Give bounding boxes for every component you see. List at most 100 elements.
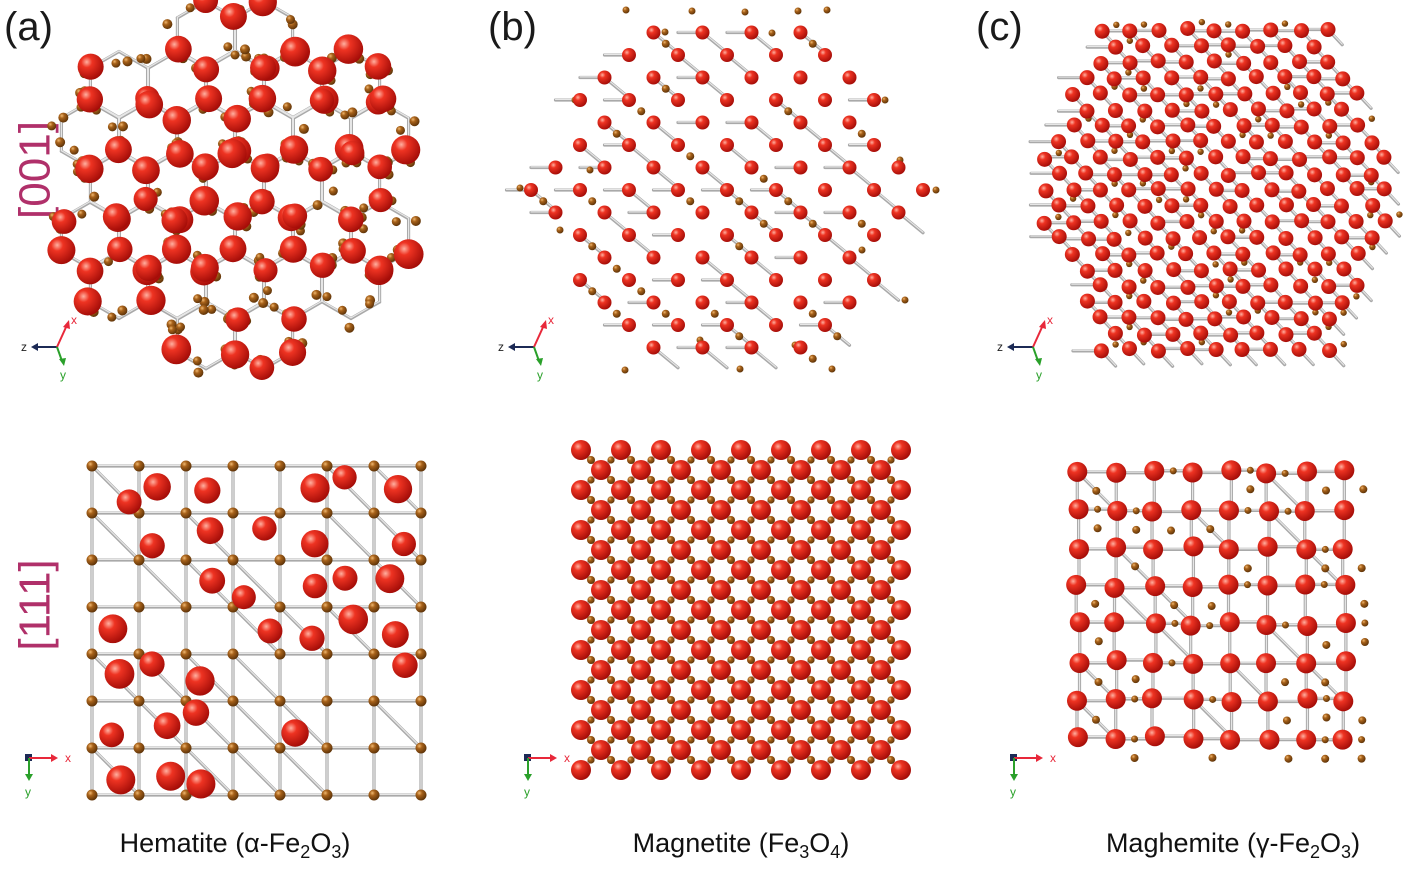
oxygen-atom xyxy=(1121,279,1137,295)
oxygen-atom xyxy=(392,652,418,678)
iron-atom xyxy=(1131,562,1140,571)
iron-atom xyxy=(794,7,802,15)
iron-atom xyxy=(1238,227,1246,234)
iron-atom xyxy=(627,696,635,704)
iron-atom xyxy=(344,322,355,333)
oxygen-atom xyxy=(1236,55,1252,71)
oxygen-atom xyxy=(1221,294,1237,310)
iron-atom xyxy=(667,476,675,484)
iron-atom xyxy=(727,496,735,504)
iron-atom xyxy=(807,516,815,524)
oxygen-atom xyxy=(1182,462,1203,483)
oxygen-atom xyxy=(651,640,671,660)
oxygen-atom xyxy=(1094,23,1110,39)
iron-atom xyxy=(807,476,815,484)
iron-atom xyxy=(647,656,655,664)
oxygen-atom xyxy=(1164,198,1180,214)
oxygen-atom xyxy=(867,138,881,152)
iron-atom xyxy=(223,42,233,52)
oxygen-atom xyxy=(1320,214,1336,230)
iron-atom xyxy=(627,476,635,484)
oxygen-atom xyxy=(340,237,366,264)
y-axis-line xyxy=(56,346,63,362)
iron-atom xyxy=(932,186,940,194)
oxygen-atom xyxy=(1079,103,1095,119)
oxygen-atom xyxy=(1180,341,1196,357)
iron-atom xyxy=(1321,678,1330,687)
iron-atom xyxy=(1246,485,1255,494)
oxygen-atom xyxy=(1165,133,1181,149)
iron-atom xyxy=(887,676,895,684)
oxygen-atom xyxy=(281,37,309,65)
iron-atom xyxy=(687,676,695,684)
iron-atom xyxy=(787,576,795,584)
iron-atom xyxy=(133,695,145,707)
oxygen-atom xyxy=(1193,197,1209,213)
oxygen-atom xyxy=(793,70,808,85)
oxygen-atom xyxy=(1038,183,1054,199)
oxygen-atom xyxy=(1193,165,1209,181)
iron-atom xyxy=(827,716,835,724)
oxygen-atom xyxy=(818,273,832,287)
iron-atom xyxy=(727,536,735,544)
iron-atom xyxy=(784,107,793,116)
oxygen-atom xyxy=(1136,327,1152,343)
iron-atom xyxy=(227,789,239,801)
oxygen-atom xyxy=(842,250,857,265)
oxygen-atom xyxy=(1248,134,1264,150)
oxygen-atom xyxy=(1377,213,1393,229)
iron-atom xyxy=(193,367,204,378)
oxygen-atom xyxy=(548,205,563,220)
iron-atom xyxy=(607,456,615,464)
oxygen-atom xyxy=(611,680,631,700)
iron-atom xyxy=(747,556,755,564)
iron-atom xyxy=(787,476,795,484)
iron-atom xyxy=(321,789,333,801)
iron-atom xyxy=(767,616,775,624)
oxygen-atom xyxy=(811,520,831,540)
oxygen-atom xyxy=(253,258,278,283)
oxygen-atom xyxy=(1259,501,1280,522)
oxygen-atom xyxy=(1307,295,1323,311)
oxygen-atom xyxy=(1192,230,1208,246)
x-axis-label: x xyxy=(1050,751,1056,765)
iron-atom xyxy=(627,536,635,544)
oxygen-atom xyxy=(1181,500,1202,521)
iron-atom xyxy=(707,596,715,604)
oxygen-atom xyxy=(1165,326,1181,342)
iron-atom xyxy=(539,197,548,206)
iron-atom xyxy=(133,601,145,613)
iron-atom xyxy=(727,716,735,724)
oxygen-atom xyxy=(104,136,132,164)
oxygen-atom xyxy=(891,640,911,660)
hematite-111-oxygen-atoms xyxy=(98,465,418,799)
iron-atom xyxy=(667,516,675,524)
oxygen-atom xyxy=(871,500,891,520)
oxygen-atom xyxy=(1106,71,1122,87)
iron-atom xyxy=(807,576,815,584)
iron-atom xyxy=(587,516,595,524)
iron-atom xyxy=(887,556,895,564)
z-axis-marker xyxy=(524,754,531,761)
iron-atom xyxy=(587,596,595,604)
iron-atom xyxy=(747,536,755,544)
oxygen-atom xyxy=(671,540,691,560)
iron-atom xyxy=(827,696,835,704)
oxygen-atom xyxy=(831,460,851,480)
iron-atom xyxy=(847,636,855,644)
oxygen-atom xyxy=(1257,536,1278,557)
oxygen-atom xyxy=(1349,277,1365,293)
iron-atom xyxy=(787,616,795,624)
oxygen-atom xyxy=(1136,293,1152,309)
iron-atom xyxy=(727,556,735,564)
iron-atom xyxy=(667,496,675,504)
oxygen-atom xyxy=(1262,341,1278,357)
hematite-001-oxygen-atoms xyxy=(47,0,424,381)
oxygen-atom xyxy=(573,273,587,287)
oxygen-atom xyxy=(842,160,857,175)
oxygen-atom xyxy=(381,621,409,648)
bond-highlight xyxy=(232,558,281,608)
iron-atom xyxy=(321,601,333,613)
iron-atom xyxy=(321,742,333,754)
